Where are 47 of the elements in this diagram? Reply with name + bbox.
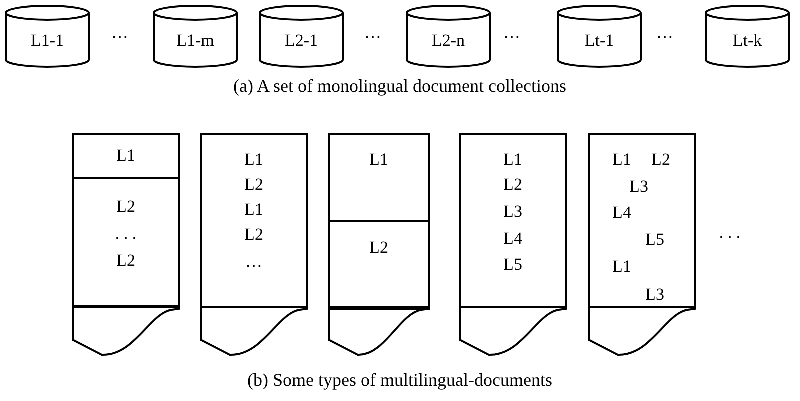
language-label: L2-n	[432, 30, 466, 50]
ellipsis-text: …	[656, 23, 674, 43]
language-label: L2	[370, 238, 388, 258]
language-label: L5	[646, 230, 664, 250]
language-label: L1	[244, 200, 264, 220]
language-label: L1	[244, 150, 264, 170]
language-label: L3	[630, 177, 648, 197]
language-label: …	[246, 252, 262, 272]
database-cylinder	[406, 5, 491, 68]
database-cylinder	[259, 5, 344, 68]
ellipsis-text: …	[504, 23, 520, 43]
database-cylinder	[153, 5, 238, 68]
language-label: L5	[504, 255, 522, 275]
language-label: L4	[504, 229, 522, 249]
language-label: Lt-k	[732, 30, 762, 50]
figure-caption: (b) Some types of multilingual-documents	[248, 370, 552, 390]
language-label: L1	[612, 257, 632, 277]
database-cylinder	[557, 5, 642, 68]
database-cylinder	[5, 5, 90, 68]
language-label: L2	[116, 251, 136, 271]
language-label: L1-m	[176, 30, 214, 50]
document-shape	[588, 133, 696, 357]
language-label: L2	[504, 175, 522, 195]
language-label: L3	[504, 202, 522, 222]
language-label: L4	[612, 203, 632, 223]
language-label: L3	[646, 285, 664, 305]
ellipsis-text: …	[364, 23, 382, 43]
language-label: L2	[244, 225, 264, 245]
language-label: L1	[370, 150, 388, 170]
language-label: L1	[612, 150, 632, 170]
ellipsis-text: . . .	[719, 223, 741, 243]
document-shape	[72, 133, 180, 357]
ellipsis-text: …	[112, 23, 128, 43]
document-shape	[328, 133, 430, 357]
language-label: L2	[244, 175, 264, 195]
document-shape	[200, 133, 308, 357]
language-label: L1	[504, 150, 522, 170]
database-cylinder	[705, 5, 790, 68]
language-label: L1-1	[30, 30, 64, 50]
language-label: . . .	[115, 224, 137, 244]
figure-caption: (a) A set of monolingual document collections	[234, 76, 566, 96]
document-shape	[459, 133, 567, 357]
language-label: Lt-1	[584, 30, 614, 50]
language-label: L1	[116, 146, 136, 166]
language-label: L2-1	[284, 30, 318, 50]
language-label: L2	[652, 150, 670, 170]
language-label: L2	[116, 197, 136, 217]
